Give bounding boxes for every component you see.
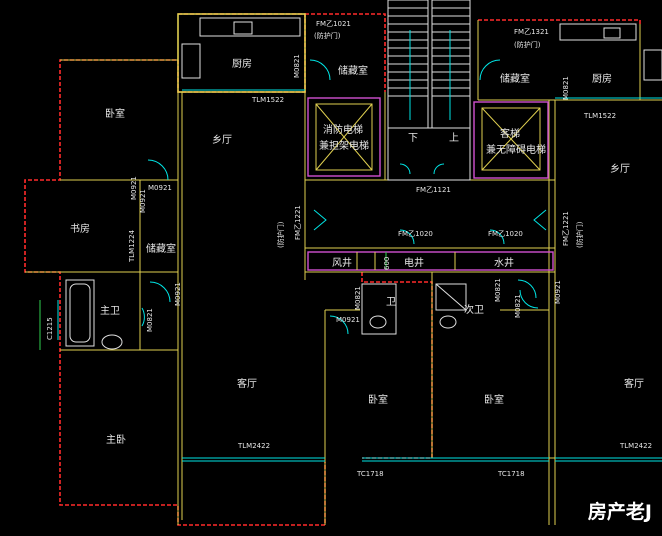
room-label-bedroom-mid-right: 卧室 xyxy=(484,393,504,406)
room-label-hall-right: 乡厅 xyxy=(610,163,630,175)
tag-m0921-f: M0921 xyxy=(554,280,562,304)
tag-fm1020-b: FM乙1020 xyxy=(488,230,523,238)
tag-m0821-f: M0821 xyxy=(514,294,522,318)
room-label-bedroom-mid-left: 卧室 xyxy=(368,393,388,406)
tag-tc1718-a: TC1718 xyxy=(356,470,384,478)
room-label-guest-elevator-2: 兼无障碍电梯 xyxy=(486,143,546,156)
room-label-power-shaft: 电井 xyxy=(404,256,424,269)
tag-shaft-code: 600 xyxy=(383,257,391,270)
tag-fm-left-vert: FM乙1221 xyxy=(294,205,302,240)
room-label-bath-secondary: 次卫 xyxy=(464,303,484,316)
tags-vertical: M0821 M0821 M0921 (防护门) FM乙1221 FM乙1221 … xyxy=(46,54,584,340)
tag-m0921-e: M0921 xyxy=(336,316,360,324)
bathtub xyxy=(65,279,95,347)
room-label-bath-mid: 卫 xyxy=(386,297,396,308)
room-label-fire-elevator-2: 兼担架电梯 xyxy=(319,139,369,152)
tag-m0821-d: M0821 xyxy=(354,286,362,310)
core-wall xyxy=(305,13,386,92)
room-label-water-shaft: 水井 xyxy=(494,256,514,269)
room-label-study: 书房 xyxy=(70,222,90,235)
tag-tlm2422-right: TLM2422 xyxy=(619,442,652,450)
room-label-storage-mid-left: 储藏室 xyxy=(146,242,176,255)
room-label-wind-shaft: 风井 xyxy=(332,256,352,269)
room-label-kitchen-right: 厨房 xyxy=(592,72,612,85)
room-label-living-right: 客厅 xyxy=(624,377,644,390)
dimension-lines xyxy=(39,252,387,350)
tag-m0821-c: M0821 xyxy=(146,308,154,332)
tag-m0921-d: M0921 xyxy=(130,176,138,200)
exterior-wall-top-right xyxy=(478,19,641,24)
tag-tc1718-b: TC1718 xyxy=(497,470,525,478)
tag-m0921-b: M0921 xyxy=(139,189,147,213)
room-label-living-left: 客厅 xyxy=(237,377,257,390)
guest-elevator-shaft xyxy=(473,101,549,179)
room-label-fire-elevator-1: 消防电梯 xyxy=(323,123,363,136)
room-label-guest-elevator-1: 客梯 xyxy=(500,127,520,140)
room-label-storage-top-left: 储藏室 xyxy=(338,64,368,77)
tag-door-fm1: FM乙1021 xyxy=(316,20,351,28)
stair-flight-right xyxy=(431,0,471,129)
room-label-hall-left: 乡厅 xyxy=(212,134,232,146)
tag-fm-right-vert: FM乙1221 xyxy=(562,211,570,246)
room-label-master-bedroom: 主卧 xyxy=(106,433,126,446)
core-shafts xyxy=(307,251,554,271)
stair-flight-left xyxy=(387,0,429,129)
tag-tlm1224: TLM1224 xyxy=(128,229,136,263)
room-label-bedroom-left-top: 卧室 xyxy=(105,107,125,120)
tag-fire-door-1: (防护门) xyxy=(314,31,341,40)
tag-tlm1522-right: TLM1522 xyxy=(583,112,616,120)
tag-m0921-c: M0921 xyxy=(174,282,182,306)
interior-wall-mid-red xyxy=(361,272,433,459)
room-label-kitchen-left: 厨房 xyxy=(232,57,252,70)
windows xyxy=(57,89,662,462)
room-label-stair-down: 下 xyxy=(408,133,418,144)
tag-fm1020-a: FM乙1020 xyxy=(398,230,433,238)
room-label-storage-top-right: 储藏室 xyxy=(500,72,530,85)
room-labels: 厨房 储藏室 卧室 乡厅 消防电梯 兼担架电梯 下 上 客梯 兼无障碍电梯 储藏… xyxy=(70,57,644,446)
tag-m0821-e: M0821 xyxy=(494,278,502,302)
room-label-master-bath: 主卫 xyxy=(100,305,120,317)
watermark-text: 房产老J xyxy=(587,501,652,523)
toilet-master-bath xyxy=(101,334,123,350)
tag-door-fm2: FM乙1321 xyxy=(514,28,549,36)
tag-fire-door-3: (防护门) xyxy=(276,221,285,248)
tag-fire-door-2: (防护门) xyxy=(514,40,541,49)
tag-fire-door-4: (防护门) xyxy=(575,221,584,248)
tag-m0921-a: M0921 xyxy=(148,184,172,192)
kitchen-counter-right xyxy=(559,23,662,81)
door-swings xyxy=(141,59,547,335)
exterior-wall-left xyxy=(24,13,326,526)
tag-tlm2422-left: TLM2422 xyxy=(237,442,270,450)
tag-m0821-a: M0821 xyxy=(293,54,301,78)
fire-elevator-shaft xyxy=(307,97,381,177)
bath-mid-fixtures xyxy=(361,283,467,335)
tags-horizontal: FM乙1021 (防护门) FM乙1321 (防护门) TLM1522 TLM1… xyxy=(148,20,652,478)
tag-m0821-b: M0821 xyxy=(562,76,570,100)
kitchen-counter-left xyxy=(181,17,301,79)
tag-c1215: C1215 xyxy=(46,317,54,340)
tag-tlm1522-left: TLM1522 xyxy=(251,96,284,104)
tag-fm1121: FM乙1121 xyxy=(416,186,451,194)
room-label-stair-up: 上 xyxy=(449,132,459,144)
stair-landing xyxy=(387,127,471,181)
